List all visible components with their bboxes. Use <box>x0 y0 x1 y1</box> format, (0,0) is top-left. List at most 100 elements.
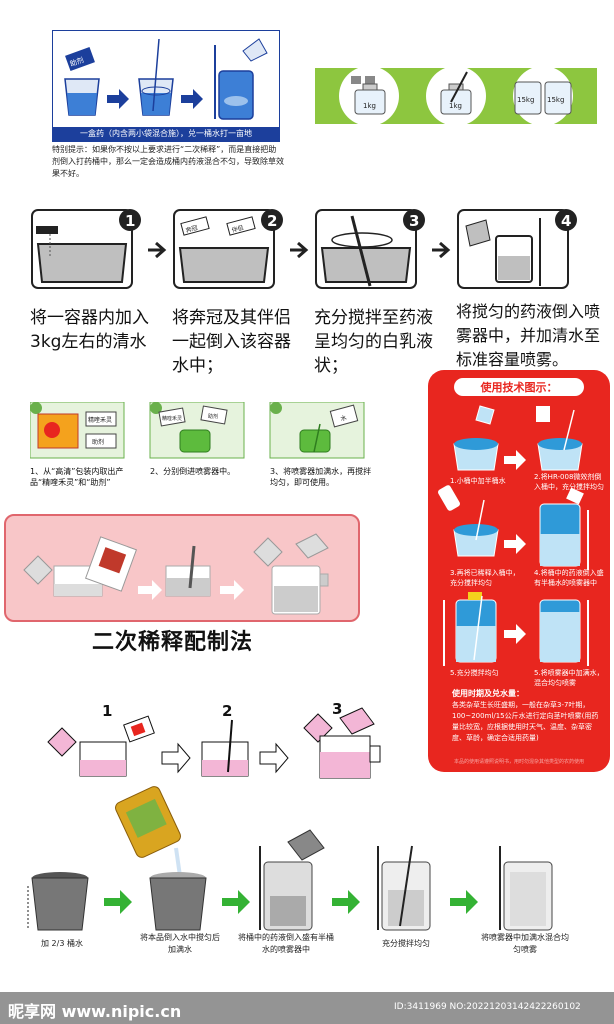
step-1-figure <box>31 209 133 289</box>
watermark-id: ID:3411969 NO:20221203142422260102 <box>394 1002 581 1012</box>
watermark-site: 昵享网 www.nipic.cn <box>8 1002 182 1021</box>
four-step-illustration: 奔冠 伴侣 1 2 3 4 <box>31 209 577 289</box>
step-3-figure <box>315 209 417 289</box>
bucket-stir-icon <box>536 406 583 471</box>
red-caption-5: 5.充分搅拌均匀 <box>450 669 499 677</box>
step-number: 3 <box>409 212 419 230</box>
arrow-icon <box>450 890 478 914</box>
arrow-icon <box>332 890 360 914</box>
red-panel-title-bg <box>454 378 584 396</box>
green-step-illustration: 精喹禾灵 助剂 精喹禾灵 助剂 水 <box>30 402 365 459</box>
step-2-text: 将奔冠及其伴侣一起倒入该容器水中； <box>172 308 291 376</box>
step-2-figure: 奔冠 伴侣 <box>173 209 275 289</box>
bottom-caption-4: 充分搅拌均匀 <box>382 939 430 948</box>
arrow-icon <box>161 742 191 774</box>
pink-box <box>4 514 360 622</box>
red-panel-illustration <box>438 405 589 666</box>
arrow-icon <box>220 580 244 600</box>
sprayer-icon <box>214 38 268 120</box>
sprayer-full-icon <box>539 599 589 666</box>
usage-text: 各类杂草生长旺盛期，一般在杂草3-7叶期，100~200ml/15公斤水进行定向… <box>452 701 599 742</box>
bucket-icon <box>453 405 499 471</box>
pack-label: 伴侣 <box>231 224 245 235</box>
dilution-circles: 1kg 1kg 15kg 15kg <box>339 68 573 124</box>
step-number-badge <box>261 209 283 231</box>
bucket-sequence-illustration: 助剂 <box>64 38 268 120</box>
info-banner: 一盒药（内含两小袋混合施），兑一桶水打一亩地 <box>53 127 279 141</box>
arrow-icon <box>504 534 526 554</box>
arrow-icon <box>290 241 309 259</box>
bottom-caption-1: 加 2/3 桶水 <box>41 939 83 948</box>
step-number: 1 <box>102 702 112 720</box>
step-3-text: 充分搅拌至药液呈均匀的白乳液状； <box>314 308 433 376</box>
step-number-badge <box>119 209 141 231</box>
arrow-icon <box>138 580 162 600</box>
step-number-badge <box>403 209 425 231</box>
bag-label: 精喹禾灵 <box>88 416 112 424</box>
bucket-stir-icon <box>149 872 207 931</box>
usage-title: 使用时期及兑水量： <box>452 689 524 698</box>
pack-label: 奔冠 <box>185 224 199 235</box>
special-note: 特别提示：如果你不按以上要求进行“二次稀释”，而是直接把助剂倒入打药桶中，那么一… <box>52 145 284 178</box>
red-caption-6: 5.将喷雾器中加满水，混合均匀喷雾 <box>534 669 604 687</box>
watermark-bar: 昵享网 www.nipic.cn ID:3411969 NO:202212031… <box>0 992 614 1024</box>
red-panel-title: 使用技术图示： <box>480 381 558 394</box>
product-box-icon <box>37 413 79 449</box>
bag-label: 助剂 <box>92 438 104 446</box>
step-4-figure <box>457 209 569 289</box>
step-1-text: 将一容器内加入3kg左右的清水 <box>30 308 149 352</box>
step-number: 3 <box>332 700 342 718</box>
red-caption-1: 1.小桶中加半桶水 <box>450 477 506 485</box>
bottle-pour-icon <box>115 786 182 877</box>
bag-label: 助剂 <box>208 413 218 420</box>
bag-label: 精喹禾灵 <box>162 415 182 422</box>
bucket-icon <box>64 78 100 116</box>
weight-label: 15kg <box>517 96 534 104</box>
bucket-stir-icon <box>138 38 174 116</box>
arrow-icon <box>181 89 203 109</box>
arrow-icon <box>104 890 132 914</box>
weight-label: 15kg <box>547 96 564 104</box>
step-number: 2 <box>267 212 277 230</box>
red-caption-4: 4.将桶中的药液倒入盛有半桶水的喷雾器中 <box>534 569 604 587</box>
arrow-icon <box>259 742 289 774</box>
weight-label: 1kg <box>363 102 376 110</box>
green-step-caption-1: 1、从“高清”包装内取出产品“精喹禾灵”和“助剂” <box>30 467 124 487</box>
second-dilution-illustration: 1 2 3 <box>47 700 381 779</box>
red-panel: 使用技术图示： <box>428 370 610 772</box>
sprayer-stir-icon <box>443 592 497 666</box>
top-left-diagram: 助剂 一盒药（内含两小袋混合施），兑一桶水打一亩地 <box>52 30 280 142</box>
arrow-icon <box>107 89 129 109</box>
large-jug-icon <box>514 81 572 115</box>
arrow-icon <box>432 241 451 259</box>
sprayer-icon <box>179 429 331 453</box>
pack-icon: 助剂 <box>65 47 95 71</box>
sprayer-stir-icon <box>377 845 431 931</box>
sprayer-icon <box>539 487 589 570</box>
bag-label: 水 <box>340 414 348 423</box>
red-caption-3: 3.再将已稀释入桶中，充分搅拌均匀 <box>450 569 520 587</box>
step-number: 4 <box>561 212 571 230</box>
step-number: 2 <box>222 702 232 720</box>
red-footer: 本品的使用请遵照说明书，用时勿混杂其他类型的农药使用 <box>453 759 584 765</box>
bottom-sequence-illustration <box>27 786 553 931</box>
red-caption-2: 2.将HR-008微效剂倒入桶中，充分搅拌均匀 <box>534 473 604 491</box>
green-step-caption-3: 3、将喷雾器加满水，再搅拌均匀，即可使用。 <box>270 467 372 487</box>
sprayer-full-icon <box>499 846 553 931</box>
arrow-icon <box>148 241 167 259</box>
bag-icon <box>351 76 375 84</box>
bottle-stir-icon <box>440 71 472 115</box>
green-band: 1kg 1kg 15kg 15kg <box>315 68 597 124</box>
arrow-icon <box>504 624 526 644</box>
bottle-icon <box>354 83 386 115</box>
step-number-badge <box>555 209 577 231</box>
product-box-icon <box>84 536 138 592</box>
section-title: 二次稀释配制法 <box>92 630 254 655</box>
pink-box-illustration <box>23 533 329 615</box>
weight-label: 1kg <box>449 102 462 110</box>
bottle-pour-icon <box>438 485 499 557</box>
step-number: 1 <box>125 212 135 230</box>
bottom-caption-2: 将本品倒入水中搅匀后加满水 <box>140 933 220 954</box>
step-4-text: 将搅匀的药液倒入喷雾器中，并加清水至标准容量喷雾。 <box>456 302 601 369</box>
bottom-caption-5: 将喷雾器中加满水混合均匀喷雾 <box>481 933 569 954</box>
